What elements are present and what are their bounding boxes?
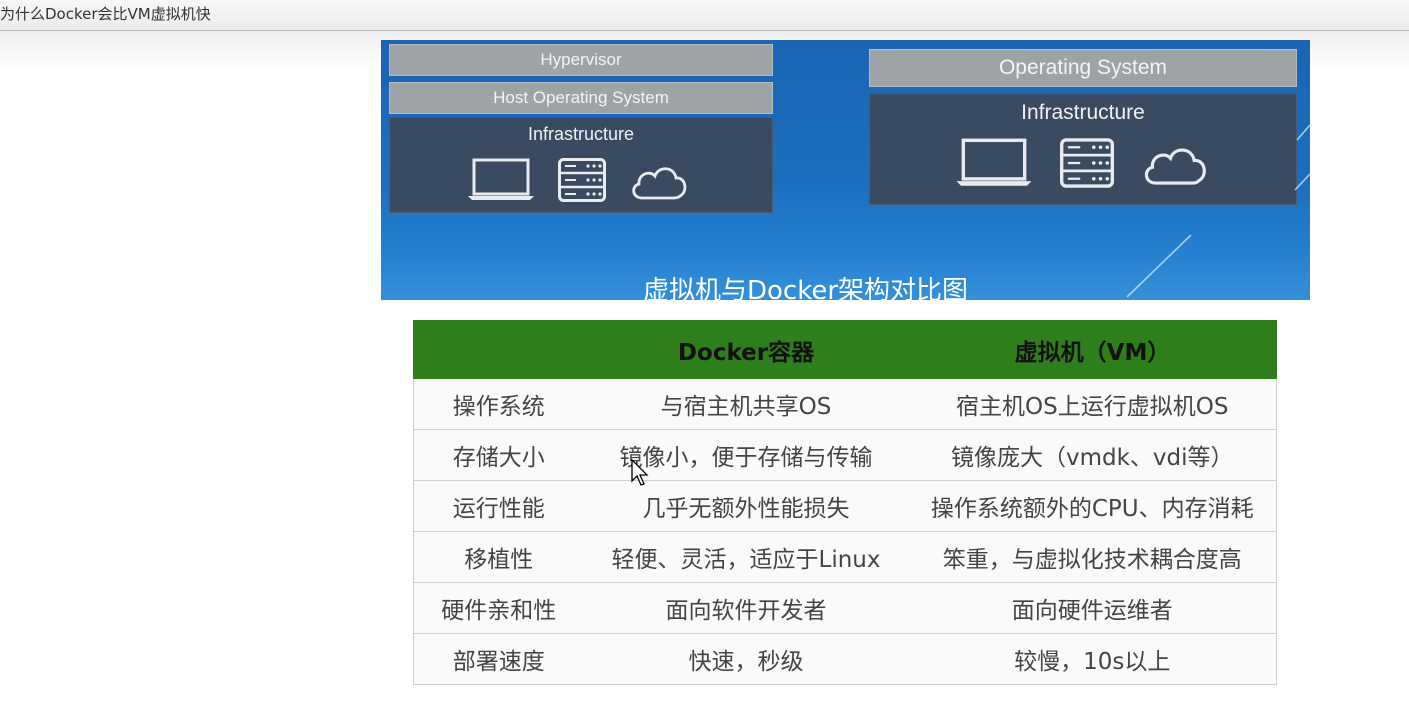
header-cell: Docker容器 [583,320,909,379]
header-cell: 虚拟机（VM） [908,320,1277,379]
table-row: 移植性 轻便、灵活，适应于Linux 笨重，与虚拟化技术耦合度高 [413,531,1277,583]
table-header-row: Docker容器 虚拟机（VM） [413,320,1277,379]
docker-cell: 快速，秒级 [583,633,909,685]
header-cell [413,320,584,379]
server-icon [558,158,606,202]
left-infrastructure-label: Infrastructure [527,124,635,144]
vm-cell: 面向硬件运维者 [908,582,1277,634]
window-title: 为什么Docker会比VM虚拟机快 [0,5,211,23]
laptop-icon [468,158,534,200]
docker-cell: 与宿主机共享OS [583,378,909,430]
table-row: 运行性能 几乎无额外性能损失 操作系统额外的CPU、内存消耗 [413,480,1277,532]
server-icon [1060,138,1114,188]
row-label: 硬件亲和性 [413,582,584,634]
vm-cell: 笨重，与虚拟化技术耦合度高 [908,531,1277,583]
right-infrastructure-label: Infrastructure [1021,101,1145,124]
row-label: 存储大小 [413,429,584,481]
comparison-table: Docker容器 虚拟机（VM） 操作系统 与宿主机共享OS 宿主机OS上运行虚… [413,320,1277,685]
diagram-caption: 虚拟机与Docker架构对比图 [643,276,969,300]
row-label: 移植性 [413,531,584,583]
decorative-lines [1126,124,1310,298]
table-row: 硬件亲和性 面向软件开发者 面向硬件运维者 [413,582,1277,634]
os-bar: Operating System [869,49,1297,87]
hypervisor-label: Hypervisor [540,50,622,69]
docker-cell: 面向软件开发者 [583,582,909,634]
row-label: 部署速度 [413,633,584,685]
architecture-diagram: Hypervisor Host Operating System Infrast… [381,40,1310,300]
cloud-icon [1144,148,1206,185]
title-bar: 为什么Docker会比VM虚拟机快 [0,0,1409,31]
vm-cell: 操作系统额外的CPU、内存消耗 [908,480,1277,532]
table-row: 存储大小 镜像小，便于存储与传输 镜像庞大（vmdk、vdi等） [413,429,1277,481]
vm-cell: 宿主机OS上运行虚拟机OS [908,378,1277,430]
laptop-icon [956,138,1032,186]
cloud-icon [632,167,687,200]
host-os-label: Host Operating System [493,88,669,107]
table-row: 操作系统 与宿主机共享OS 宿主机OS上运行虚拟机OS [413,378,1277,430]
left-infrastructure-panel: Infrastructure [389,117,773,213]
hypervisor-bar: Hypervisor [389,44,773,76]
table-row: 部署速度 快速，秒级 较慢，10s以上 [413,633,1277,685]
os-label: Operating System [998,56,1168,79]
right-infrastructure-panel: Infrastructure [869,93,1297,205]
row-label: 操作系统 [413,378,584,430]
vm-cell: 镜像庞大（vmdk、vdi等） [908,429,1277,481]
mouse-cursor-icon [631,459,649,486]
row-label: 运行性能 [413,480,584,532]
docker-cell: 轻便、灵活，适应于Linux [583,531,909,583]
docker-cell: 几乎无额外性能损失 [583,480,909,532]
vm-cell: 较慢，10s以上 [908,633,1277,685]
host-os-bar: Host Operating System [389,82,773,114]
